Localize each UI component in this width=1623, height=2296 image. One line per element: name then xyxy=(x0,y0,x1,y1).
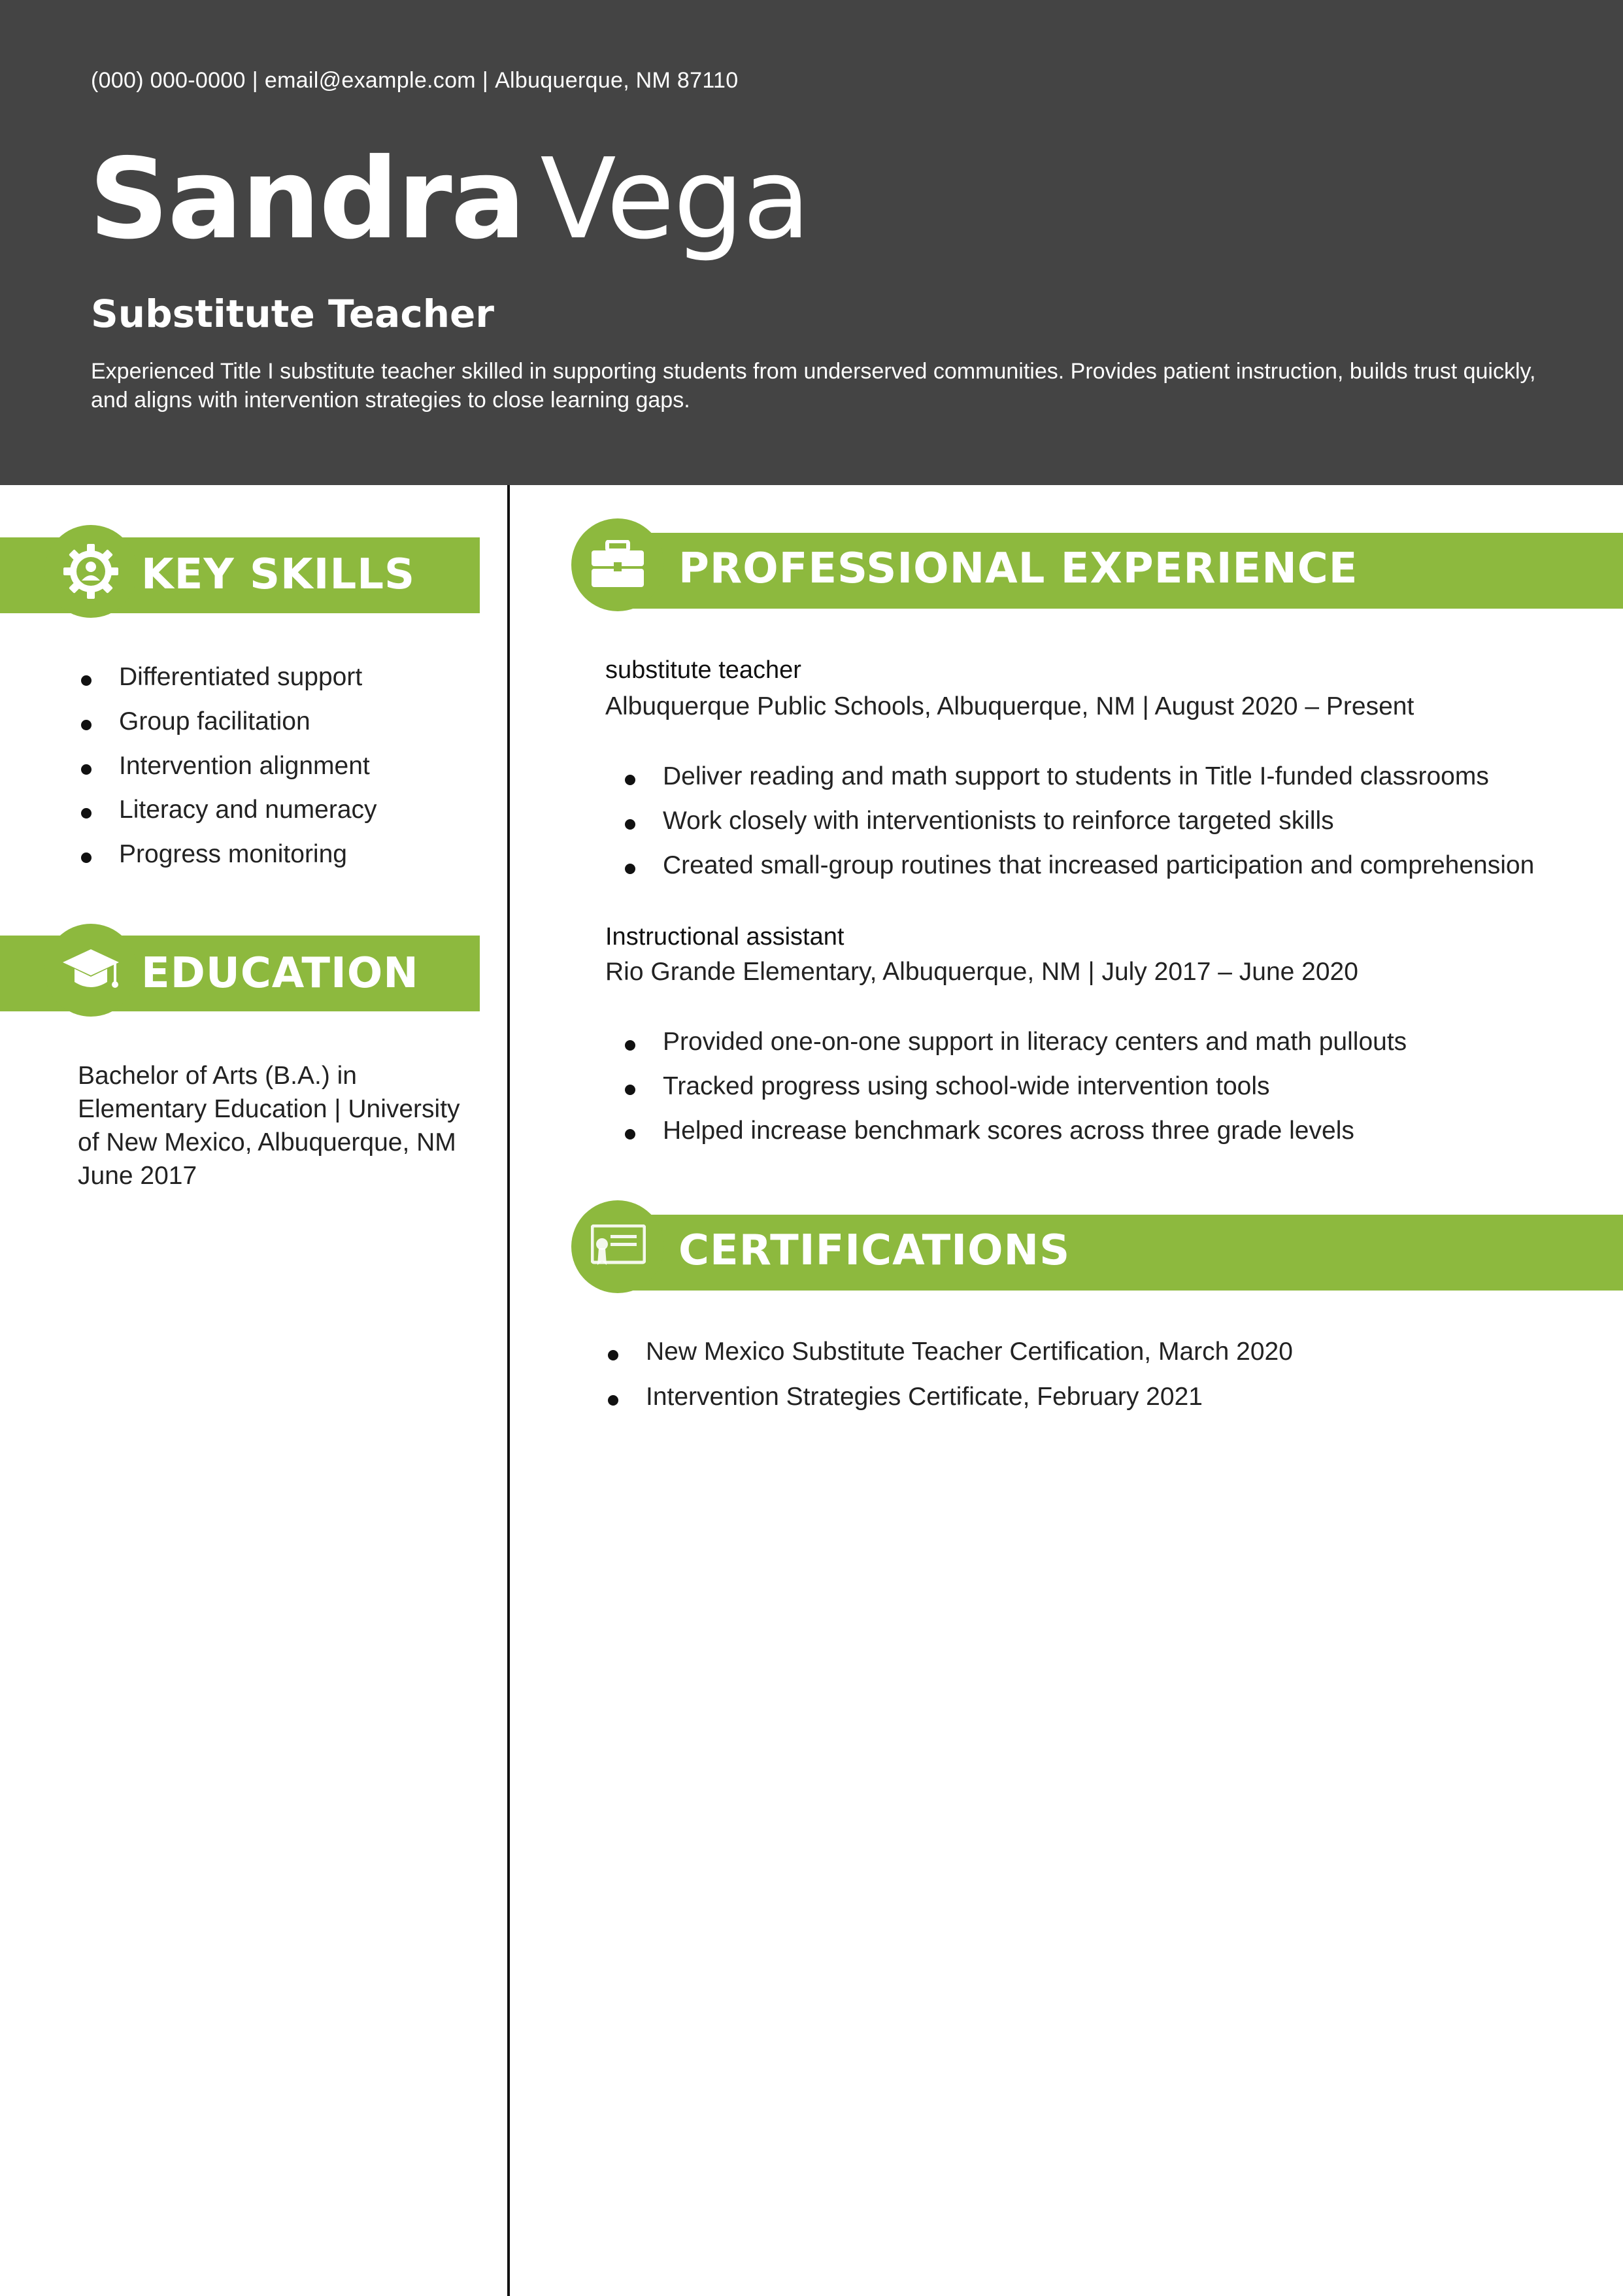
job-bullet: Work closely with interventionists to re… xyxy=(624,807,1534,851)
resume-header: (000) 000-0000|email@example.com|Albuque… xyxy=(0,0,1623,485)
job-bullets: Deliver reading and math support to stud… xyxy=(624,762,1534,896)
education-line: Bachelor of Arts (B.A.) in xyxy=(78,1062,358,1090)
skill-item: Progress monitoring xyxy=(81,840,377,885)
phone: (000) 000-0000 xyxy=(91,68,246,93)
job-bullet: Created small-group routines that increa… xyxy=(624,851,1534,896)
location: Albuquerque, NM 87110 xyxy=(495,68,739,93)
job-meta: Rio Grande Elementary, Albuquerque, NM |… xyxy=(605,958,1358,986)
email: email@example.com xyxy=(264,68,476,93)
gear-person-icon xyxy=(63,544,118,599)
graduation-cap-icon xyxy=(63,949,119,988)
skill-item: Literacy and numeracy xyxy=(81,796,377,840)
certifications-list: New Mexico Substitute Teacher Certificat… xyxy=(608,1338,1293,1428)
education-heading: EDUCATION xyxy=(141,949,419,998)
separator: | xyxy=(252,68,258,93)
job-bullet: Provided one-on-one support in literacy … xyxy=(624,1028,1407,1072)
education-line: of New Mexico, Albuquerque, NM xyxy=(78,1128,456,1156)
skills-list: Differentiated support Group facilitatio… xyxy=(81,663,377,885)
skills-heading: KEY SKILLS xyxy=(141,550,416,599)
job-bullet: Helped increase benchmark scores across … xyxy=(624,1117,1407,1161)
education-entry: Bachelor of Arts (B.A.) in Elementary Ed… xyxy=(78,1059,496,1192)
skill-item: Differentiated support xyxy=(81,663,377,707)
certification-item: New Mexico Substitute Teacher Certificat… xyxy=(608,1338,1293,1383)
experience-heading: PROFESSIONAL EXPERIENCE xyxy=(678,545,1358,593)
certification-item: Intervention Strategies Certificate, Feb… xyxy=(608,1383,1293,1428)
job-bullet: Tracked progress using school-wide inter… xyxy=(624,1072,1407,1117)
first-name: Sandra xyxy=(89,135,526,264)
job-role: Instructional assistant xyxy=(605,923,845,951)
job-bullet: Deliver reading and math support to stud… xyxy=(624,762,1534,807)
separator: | xyxy=(482,68,489,93)
job-bullets: Provided one-on-one support in literacy … xyxy=(624,1028,1407,1161)
last-name: Vega xyxy=(540,135,811,264)
skill-item: Group facilitation xyxy=(81,707,377,752)
briefcase-icon xyxy=(592,540,644,587)
certificate-icon xyxy=(591,1224,646,1265)
certifications-heading: CERTIFICATIONS xyxy=(678,1226,1071,1275)
contact-line: (000) 000-0000|email@example.com|Albuque… xyxy=(91,68,738,93)
section-band xyxy=(617,533,1623,609)
education-line: Elementary Education | University xyxy=(78,1095,460,1123)
summary: Experienced Title I substitute teacher s… xyxy=(91,359,1536,413)
education-date: June 2017 xyxy=(78,1162,197,1190)
section-band xyxy=(617,1215,1623,1291)
section-icon-circle xyxy=(571,1200,664,1293)
skill-item: Intervention alignment xyxy=(81,752,377,796)
job-title: Substitute Teacher xyxy=(91,292,494,336)
column-divider xyxy=(507,485,510,2296)
job-role: substitute teacher xyxy=(605,656,801,684)
job-meta: Albuquerque Public Schools, Albuquerque,… xyxy=(605,692,1414,720)
